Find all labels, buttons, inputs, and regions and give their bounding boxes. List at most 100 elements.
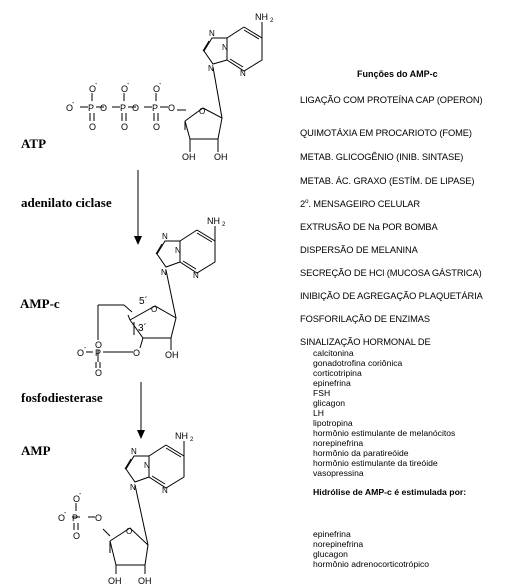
atom-label: OH — [138, 576, 152, 585]
atom-label: - — [79, 491, 82, 498]
atom-label: - — [84, 345, 87, 352]
atom-label: OH — [182, 152, 196, 162]
function-item: DISPERSÃO DE MELANINA — [300, 245, 418, 255]
hydrolysis-item: epinefrina — [313, 529, 351, 539]
atom-label: O — [58, 513, 65, 523]
camp-structure — [86, 226, 216, 368]
function-item-superscript: o — [305, 199, 309, 205]
hydrolysis-item: norepinefrina — [313, 539, 364, 549]
hormone-item: gonadotrofina coriônica — [313, 358, 403, 368]
atom-label: O — [126, 527, 132, 536]
atom-label: - — [64, 510, 67, 517]
atom-label: NH — [207, 216, 220, 226]
hormone-item: hormônio estimulante de melanócitos — [313, 428, 456, 438]
hydrolysis-item: hormônio adrenocorticotrópico — [313, 559, 430, 569]
atom-label: 2 — [270, 18, 274, 24]
atom-label: N — [208, 64, 214, 73]
atom-label: O — [153, 84, 160, 94]
atom-label: O — [89, 122, 96, 132]
atom-label: - — [72, 100, 75, 107]
hormone-item: calcitonina — [313, 348, 354, 358]
atom-label: - — [159, 81, 162, 88]
hormone-item: vasopressina — [313, 468, 364, 478]
function-item: FOSFORILAÇÃO DE ENZIMAS — [300, 314, 430, 324]
hormone-item: hormônio estimulante da tireóide — [313, 458, 438, 468]
atom-label: O — [89, 84, 96, 94]
atom-label: O — [95, 340, 102, 350]
atom-label: O — [132, 103, 139, 113]
atom-label: P — [120, 103, 126, 113]
atom-label: P — [88, 103, 94, 113]
atp-label: ATP — [21, 136, 46, 151]
hormone-item: epinefrina — [313, 378, 351, 388]
hormone-item: glicagon — [313, 398, 346, 408]
arrow-head — [137, 430, 145, 439]
atom-label: O — [121, 122, 128, 132]
atom-label: O — [151, 305, 157, 314]
hydrolysis-item: glucagon — [313, 549, 348, 559]
camp-label: AMP-c — [20, 296, 60, 311]
atom-label: O — [168, 103, 175, 113]
atom-label: N — [144, 461, 150, 470]
atom-label: O — [73, 531, 80, 541]
atom-label: N — [222, 43, 228, 52]
atom-label: NH — [175, 431, 188, 441]
hydrolysis-title: Hidrólise de AMP-c é estimulada por: — [313, 487, 467, 497]
function-item: METAB. ÁC. GRAXO (ESTÍM. DE LIPASE) — [300, 176, 475, 186]
atom-label: N — [162, 232, 168, 241]
atom-label: OH — [214, 152, 228, 162]
atom-label: P — [72, 513, 78, 523]
function-item: LIGAÇÃO COM PROTEÍNA CAP (OPERON) — [300, 95, 483, 105]
functions-title: Funções do AMP-c — [357, 69, 438, 79]
camp-atom-labels: NH 2 N N N N O OH O O P O - O 5´ 3´ — [77, 216, 226, 378]
atom-label: OH — [165, 350, 179, 360]
atom-label: OH — [108, 576, 122, 585]
hormone-item: hormônio da paratireóide — [313, 448, 409, 458]
atom-label: - — [127, 81, 130, 88]
atom-label: O — [121, 84, 128, 94]
atp-atom-labels: NH 2 N N N N O OH OH O O - P O P O P O -… — [66, 12, 274, 162]
adenylate-cyclase-label: adenilato ciclase — [21, 195, 112, 210]
amp-structure — [72, 441, 185, 574]
function-item: SECREÇÃO DE HCl (MUCOSA GÁSTRICA) — [300, 268, 482, 278]
arrow-head — [134, 236, 142, 245]
atom-label: O — [95, 513, 102, 523]
atom-label: O — [153, 122, 160, 132]
atom-label: N — [162, 486, 168, 495]
amp-atom-labels: NH 2 N N N N O OH OH O P O - O - O — [58, 431, 194, 585]
atom-label: P — [95, 348, 101, 358]
atom-label: P — [152, 103, 158, 113]
atom-label: N — [131, 447, 137, 456]
phosphodiesterase-label: fosfodiesterase — [21, 390, 103, 405]
hormone-item: lipotropina — [313, 418, 353, 428]
atom-label: N — [130, 483, 136, 492]
atom-label: N — [209, 29, 215, 38]
function-item-text: . MENSAGEIRO CELULAR — [308, 199, 420, 210]
atom-label: O — [100, 103, 107, 113]
atom-label: 3´ — [138, 322, 147, 334]
atom-label: NH — [255, 12, 268, 22]
hormone-item: corticotripina — [313, 368, 362, 378]
function-item-number: 2 — [300, 199, 306, 210]
atom-label: O — [133, 348, 140, 358]
atom-label: O — [77, 348, 84, 358]
reaction-diagram: NH 2 N N N N O OH OH O O - P O P O P O -… — [20, 12, 274, 585]
atom-label: 5´ — [139, 295, 148, 307]
function-item: EXTRUSÃO DE Na POR BOMBA — [300, 222, 438, 232]
hormone-item: FSH — [313, 388, 331, 398]
function-item: QUIMOTÁXIA EM PROCARIOTO (FOME) — [300, 128, 472, 138]
function-item: METAB. GLICOGÊNIO (INIB. SINTASE) — [300, 152, 464, 162]
atom-label: - — [95, 81, 98, 88]
function-item-second-messenger: 2o. MENSAGEIRO CELULAR — [300, 199, 420, 209]
atom-label: O — [73, 494, 80, 504]
hormone-item: LH — [313, 408, 324, 418]
atp-structure — [80, 22, 263, 152]
atom-label: N — [175, 246, 181, 255]
function-item: SINALIZAÇÃO HORMONAL DE — [300, 337, 431, 347]
hormone-item: norepinefrina — [313, 438, 364, 448]
atom-label: O — [199, 107, 205, 116]
atom-label: N — [193, 271, 199, 280]
atom-label: N — [161, 268, 167, 277]
atom-label: N — [240, 69, 246, 78]
atom-label: 2 — [190, 437, 194, 443]
